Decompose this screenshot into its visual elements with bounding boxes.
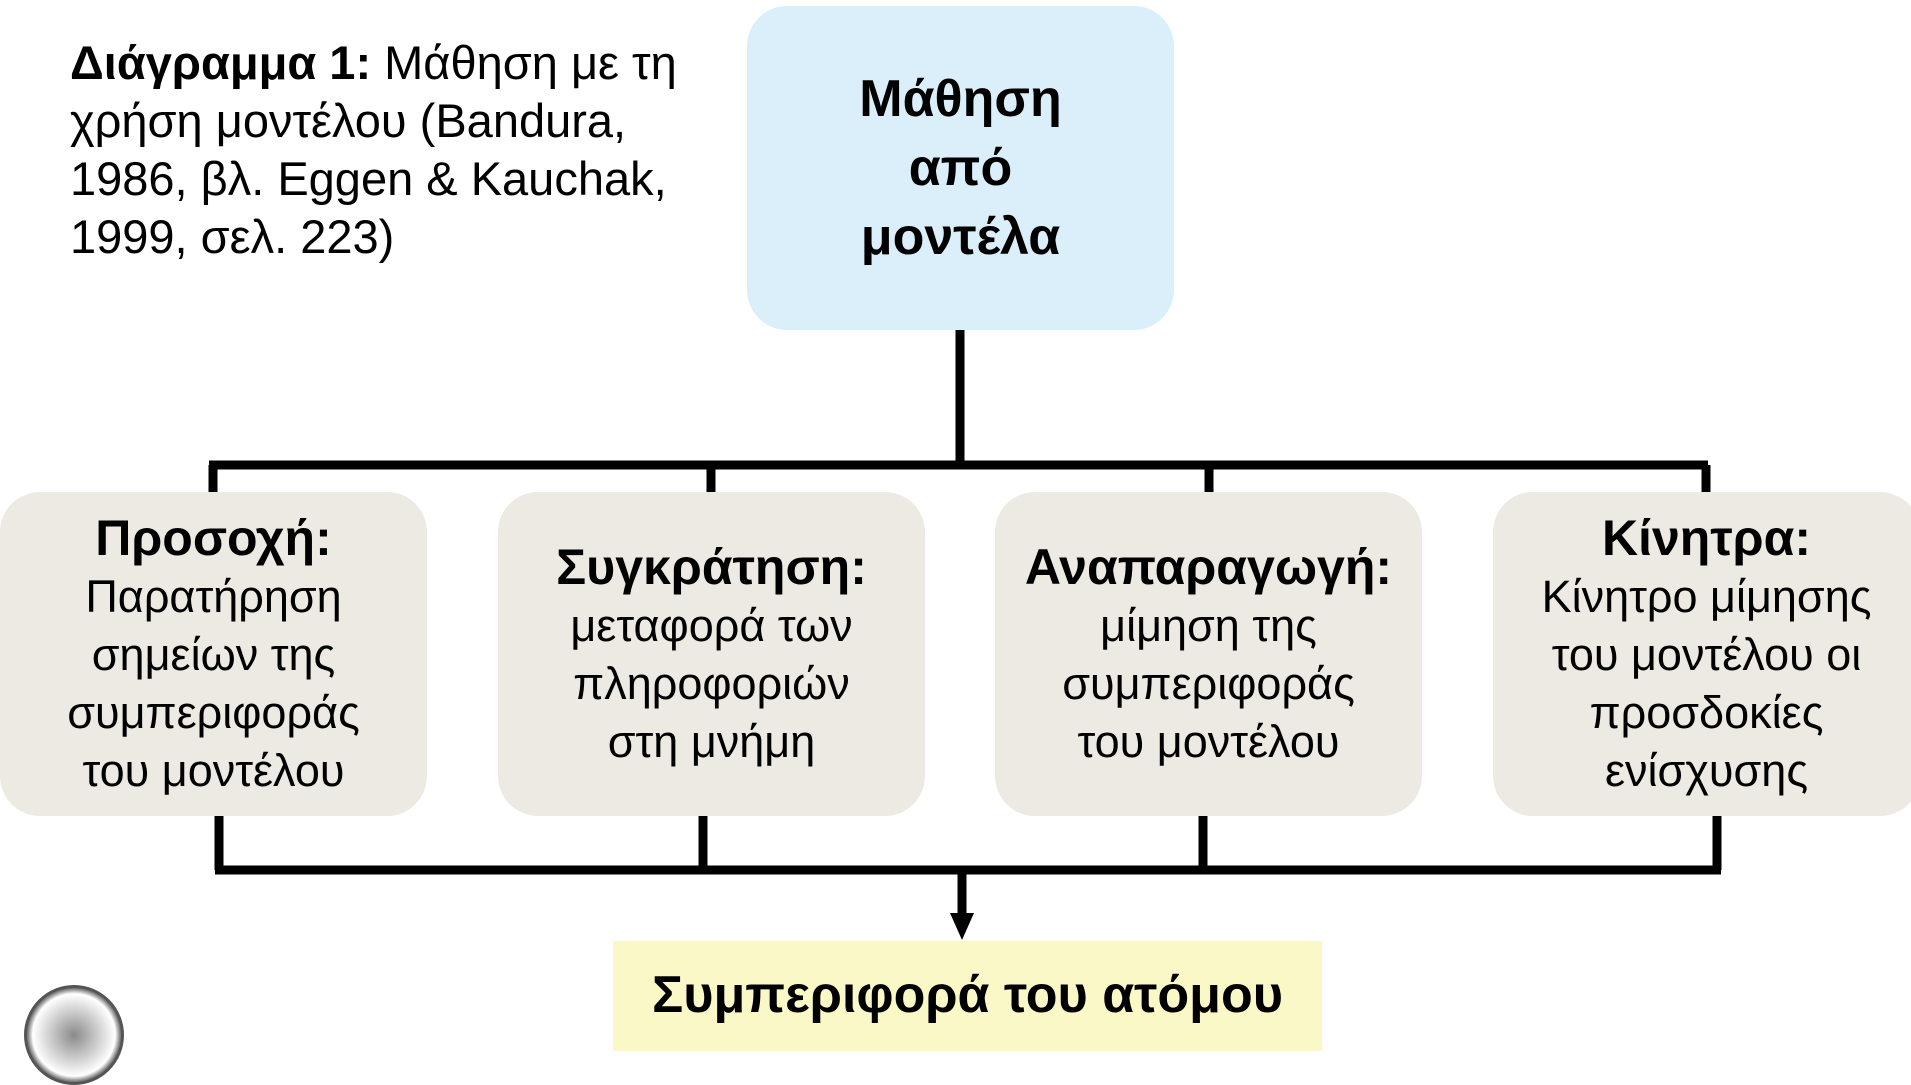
stage-box-attention: Προσοχή: Παρατήρηση σημείων της συμπεριφ… <box>0 492 427 816</box>
result-behavior-box: Συμπεριφορά του ατόμου <box>613 941 1322 1051</box>
root-line-3: μοντέλα <box>860 207 1061 266</box>
stage-description: μεταφορά των πληροφοριών στη μνήμη <box>570 600 853 767</box>
result-label: Συμπεριφορά του ατόμου <box>652 966 1283 1024</box>
university-seal-icon <box>24 985 124 1085</box>
diagram-caption: Διάγραμμα 1: Μάθηση με τη χρήση μοντέλου… <box>70 34 690 266</box>
stage-title: Συγκράτηση: <box>556 539 867 595</box>
root-line-1: Μάθηση <box>859 69 1062 128</box>
root-concept-box: Μάθηση από μοντέλα <box>747 6 1174 330</box>
stage-title: Κίνητρα: <box>1602 510 1811 566</box>
connector-lines <box>208 330 1722 940</box>
stage-title: Αναπαραγωγή: <box>1024 539 1393 595</box>
stage-description: Κίνητρο μίμησης του μοντέλου οι προσδοκί… <box>1541 571 1872 796</box>
caption-label: Διάγραμμα 1: <box>70 36 372 89</box>
stage-box-motivation: Κίνητρα: Κίνητρο μίμησης του μοντέλου οι… <box>1493 492 1911 816</box>
caption-text: Μάθηση με τη χρήση μοντέλου (Bandura, 19… <box>70 36 677 263</box>
result-arrowhead <box>950 913 974 940</box>
stage-box-reproduction: Αναπαραγωγή: μίμηση της συμπεριφοράς του… <box>995 492 1422 816</box>
stage-description: μίμηση της συμπεριφοράς του μοντέλου <box>1062 600 1355 767</box>
stage-title: Προσοχή: <box>95 510 332 566</box>
stage-description: Παρατήρηση σημείων της συμπεριφοράς του … <box>67 571 360 796</box>
root-line-2: από <box>908 138 1013 197</box>
stage-box-retention: Συγκράτηση: μεταφορά των πληροφοριών στη… <box>498 492 925 816</box>
